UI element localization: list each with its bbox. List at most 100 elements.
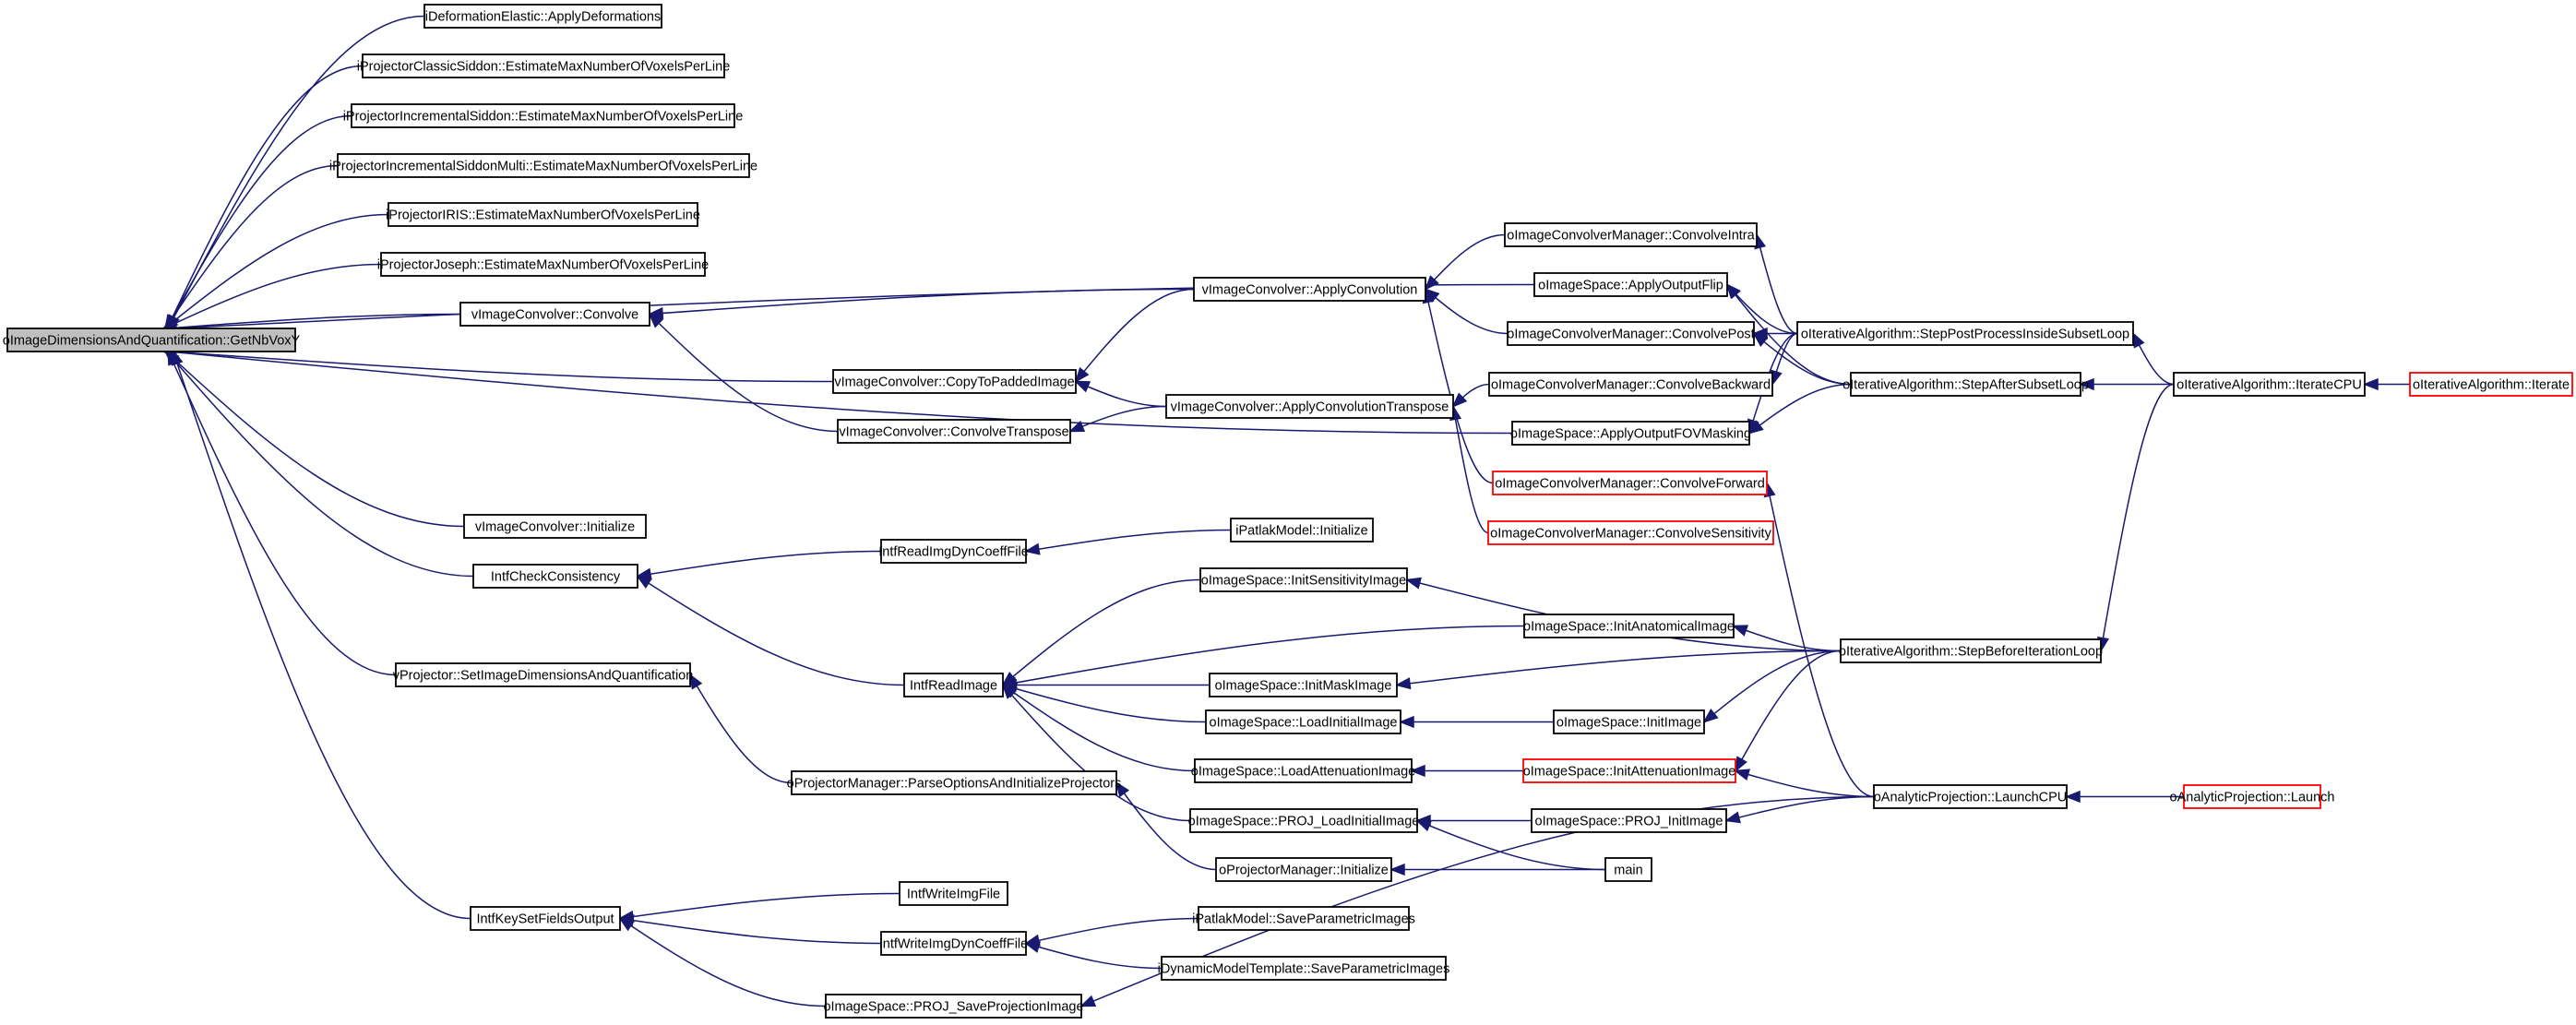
node-box bbox=[6, 328, 296, 352]
node-intfwriteimgfile[interactable]: IntfWriteImgFile bbox=[899, 881, 1008, 906]
node-oimagespace-proj-loadinitialimage[interactable]: oImageSpace::PROJ_LoadInitialImage bbox=[1188, 808, 1420, 833]
edge-intfwriteimgdyncoefffile--idynamicmodeltemplate-saveparametricimages bbox=[1024, 941, 1163, 970]
arrowhead-icon bbox=[1702, 709, 1719, 723]
node-box bbox=[1522, 758, 1736, 783]
node-box bbox=[380, 252, 706, 277]
node-intfkeysetfieldsoutput[interactable]: IntfKeySetFieldsOutput bbox=[470, 906, 621, 931]
node-oprojectormanager-parseoptionsandinitializeprojectors[interactable]: oProjectorManager::ParseOptionsAndInitia… bbox=[787, 770, 1122, 795]
arrowhead-icon bbox=[1424, 275, 1439, 292]
edge-line bbox=[162, 263, 382, 330]
node-oiterativealgorithm-iteratecpu[interactable]: oIterativeAlgorithm::IterateCPU bbox=[2173, 372, 2366, 397]
arrowhead-icon bbox=[688, 673, 703, 690]
node-oimageconvolvermanager-convolveforward[interactable]: oImageConvolverManager::ConvolveForward bbox=[1492, 471, 1768, 495]
node-oimagespace-initattenuationimage[interactable]: oImageSpace::InitAttenuationImage bbox=[1522, 758, 1736, 783]
node-intfreadimage[interactable]: IntfReadImage bbox=[903, 673, 1004, 697]
arrowhead-icon bbox=[1389, 863, 1405, 876]
node-oimagespace-applyoutputfovmasking[interactable]: oImageSpace::ApplyOutputFOVMasking bbox=[1510, 421, 1751, 446]
edge-oimagespace-proj-initimage--oanalyticprojection-launchcpu bbox=[1724, 795, 1875, 824]
edge-line bbox=[1735, 769, 1875, 798]
node-label: iProjectorClassicSiddon::EstimateMaxNumb… bbox=[357, 60, 731, 75]
arrowhead-icon bbox=[1415, 819, 1433, 832]
node-iprojectorclassicsiddon-estimatemaxnumberofvoxelsperline[interactable]: iProjectorClassicSiddon::EstimateMaxNumb… bbox=[357, 54, 731, 78]
node-oimagespace-initimage[interactable]: oImageSpace::InitImage bbox=[1553, 709, 1705, 734]
node-oiterativealgorithm-iterate[interactable]: oIterativeAlgorithm::Iterate bbox=[2409, 372, 2573, 397]
edge-intfreadimage--oimagespace-loadinitialimage bbox=[1001, 683, 1207, 723]
node-oimagedimensionsandquantification-getnbvoxy[interactable]: oImageDimensionsAndQuantification::GetNb… bbox=[3, 328, 301, 352]
node-oiterativealgorithm-stepbeforeiterationloop[interactable]: oIterativeAlgorithm::StepBeforeIteration… bbox=[1839, 638, 2103, 663]
node-box bbox=[459, 302, 650, 327]
arrowhead-icon bbox=[648, 313, 664, 328]
arrowhead-icon bbox=[1074, 380, 1091, 393]
node-ipatlakmodel-initialize[interactable]: iPatlakModel::Initialize bbox=[1230, 518, 1374, 542]
node-oimagespace-initsensitivityimage[interactable]: oImageSpace::InitSensitivityImage bbox=[1199, 567, 1408, 592]
node-iprojectorjoseph-estimatemaxnumberofvoxelsperline[interactable]: iProjectorJoseph::EstimateMaxNumberOfVox… bbox=[377, 252, 709, 277]
node-box bbox=[1161, 956, 1447, 981]
node-main[interactable]: main bbox=[1604, 857, 1652, 882]
node-oimagespace-initmaskimage[interactable]: oImageSpace::InitMaskImage bbox=[1209, 673, 1398, 697]
edge-line bbox=[1416, 819, 1606, 871]
arrowhead-icon bbox=[1735, 756, 1747, 773]
node-iprojectoriris-estimatemaxnumberofvoxelsperline[interactable]: iProjectorIRIS::EstimateMaxNumberOfVoxel… bbox=[386, 202, 700, 227]
node-label: oIterativeAlgorithm::IterateCPU bbox=[2176, 378, 2362, 393]
edge-oimagespace-loadinitialimage--oimagespace-initimage bbox=[1398, 715, 1554, 729]
edge-oimagespace-applyoutputfovmasking--oiterativealgorithm-stepaftersubsetloop bbox=[1747, 383, 1852, 435]
node-vimageconvolver-applyconvolution[interactable]: vImageConvolver::ApplyConvolution bbox=[1193, 277, 1426, 302]
node-oimagespace-initanatomicalimage[interactable]: oImageSpace::InitAnatomicalImage bbox=[1523, 614, 1735, 638]
node-label: iPatlakModel::Initialize bbox=[1235, 524, 1367, 539]
node-vimageconvolver-convolvetranspose[interactable]: vImageConvolver::ConvolveTranspose bbox=[837, 419, 1071, 444]
node-iprojectorincrementalsiddon-estimatemaxnumberofvoxelsperline[interactable]: iProjectorIncrementalSiddon::EstimateMax… bbox=[343, 103, 744, 128]
edge-line bbox=[1753, 332, 1852, 386]
node-intfcheckconsistency[interactable]: IntfCheckConsistency bbox=[472, 564, 638, 589]
node-oimagespace-applyoutputflip[interactable]: oImageSpace::ApplyOutputFlip bbox=[1533, 272, 1728, 297]
edge-line bbox=[164, 350, 465, 528]
edge-layer bbox=[160, 15, 2411, 1007]
node-oimagespace-proj-saveprojectionimage[interactable]: oImageSpace::PROJ_SaveProjectionImage bbox=[823, 994, 1084, 1019]
node-oimageconvolvermanager-convolvepost[interactable]: oImageConvolverManager::ConvolvePost bbox=[1507, 321, 1755, 346]
node-oimageconvolvermanager-convolvesensitivity[interactable]: oImageConvolverManager::ConvolveSensitiv… bbox=[1487, 520, 1774, 545]
node-box bbox=[337, 153, 750, 178]
edge-line bbox=[1025, 917, 1199, 945]
edge-line bbox=[1425, 289, 1494, 484]
node-vimageconvolver-initialize[interactable]: vImageConvolver::Initialize bbox=[463, 514, 647, 539]
arrowhead-icon bbox=[1115, 781, 1130, 798]
node-label: oImageSpace::PROJ_SaveProjectionImage bbox=[823, 1000, 1083, 1015]
node-intfreadimgdyncoefffile[interactable]: IntfReadImgDynCoeffFile bbox=[878, 539, 1029, 564]
node-vimageconvolver-applyconvolutiontranspose[interactable]: vImageConvolver::ApplyConvolutionTranspo… bbox=[1165, 394, 1454, 419]
edge-oimagespace-proj-loadinitialimage--main bbox=[1415, 819, 1606, 871]
edge-line bbox=[1025, 942, 1163, 970]
node-oimagespace-loadinitialimage[interactable]: oImageSpace::LoadInitialImage bbox=[1205, 709, 1401, 734]
edge-intfcheckconsistency--intfreadimage bbox=[636, 575, 905, 686]
node-box bbox=[351, 103, 735, 128]
node-ideformationelastic-applydeformations[interactable]: iDeformationElastic::ApplyDeformations bbox=[423, 4, 662, 29]
node-box bbox=[837, 419, 1071, 444]
node-oimageconvolvermanager-convolveintra[interactable]: oImageConvolverManager::ConvolveIntra bbox=[1504, 222, 1758, 247]
node-vprojector-setimagedimensionsandquantification[interactable]: vProjector::SetImageDimensionsAndQuantif… bbox=[393, 662, 694, 687]
node-oprojectormanager-initialize[interactable]: oProjectorManager::Initialize bbox=[1215, 857, 1392, 882]
node-box bbox=[388, 202, 698, 227]
edge-vimageconvolver-applyconvolution--oimageconvolvermanager-convolvepost bbox=[1424, 288, 1509, 335]
node-iprojectorincrementalsiddonmulti-estimatemaxnumberofvoxelsperline[interactable]: iProjectorIncrementalSiddonMulti::Estima… bbox=[329, 153, 757, 178]
edge-intfreadimage--oimagespace-initmaskimage bbox=[1000, 678, 1210, 692]
node-ipatlakmodel-saveparametricimages[interactable]: iPatlakModel::SaveParametricImages bbox=[1192, 906, 1415, 931]
node-box bbox=[1504, 222, 1758, 247]
node-oanalyticprojection-launchcpu[interactable]: oAnalyticProjection::LaunchCPU bbox=[1873, 784, 2068, 809]
node-intfwriteimgdyncoefffile[interactable]: IntfWriteImgDynCoeffFile bbox=[879, 931, 1028, 956]
edge-vprojector-setimagedimensionsandquantification--oprojectormanager-parseoptionsandinitializeprojectors bbox=[688, 673, 793, 784]
edge-intfreadimage--oimagespace-loadattenuationimage bbox=[1001, 684, 1196, 772]
node-label: oAnalyticProjection::LaunchCPU bbox=[1874, 791, 2068, 805]
node-oimagespace-loadattenuationimage[interactable]: oImageSpace::LoadAttenuationImage bbox=[1191, 758, 1415, 783]
node-oimageconvolvermanager-convolvebackward[interactable]: oImageConvolverManager::ConvolveBackward bbox=[1488, 372, 1773, 397]
node-vimageconvolver-convolve[interactable]: vImageConvolver::Convolve bbox=[459, 302, 650, 327]
node-oanalyticprojection-launch[interactable]: oAnalyticProjection::Launch bbox=[2170, 784, 2335, 809]
edge-line bbox=[1725, 795, 1875, 822]
node-box bbox=[1205, 709, 1401, 734]
node-oiterativealgorithm-stepaftersubsetloop[interactable]: oIterativeAlgorithm::StepAfterSubsetLoop bbox=[1843, 372, 2089, 397]
node-label: oImageSpace::PROJ_LoadInitialImage bbox=[1188, 815, 1420, 829]
node-label: oImageSpace::LoadAttenuationImage bbox=[1191, 765, 1415, 780]
node-vimageconvolver-copytopaddedimage[interactable]: vImageConvolver::CopyToPaddedImage bbox=[832, 369, 1077, 394]
node-oiterativealgorithm-steppostprocessinsidesubsetloop[interactable]: oIterativeAlgorithm::StepPostProcessInsi… bbox=[1796, 321, 2134, 346]
arrowhead-icon bbox=[1732, 625, 1749, 637]
node-idynamicmodeltemplate-saveparametricimages[interactable]: iDynamicModelTemplate::SaveParametricIma… bbox=[1158, 956, 1450, 981]
node-oimagespace-proj-initimage[interactable]: oImageSpace::PROJ_InitImage bbox=[1531, 808, 1727, 833]
node-label: iDeformationElastic::ApplyDeformations bbox=[425, 10, 661, 25]
